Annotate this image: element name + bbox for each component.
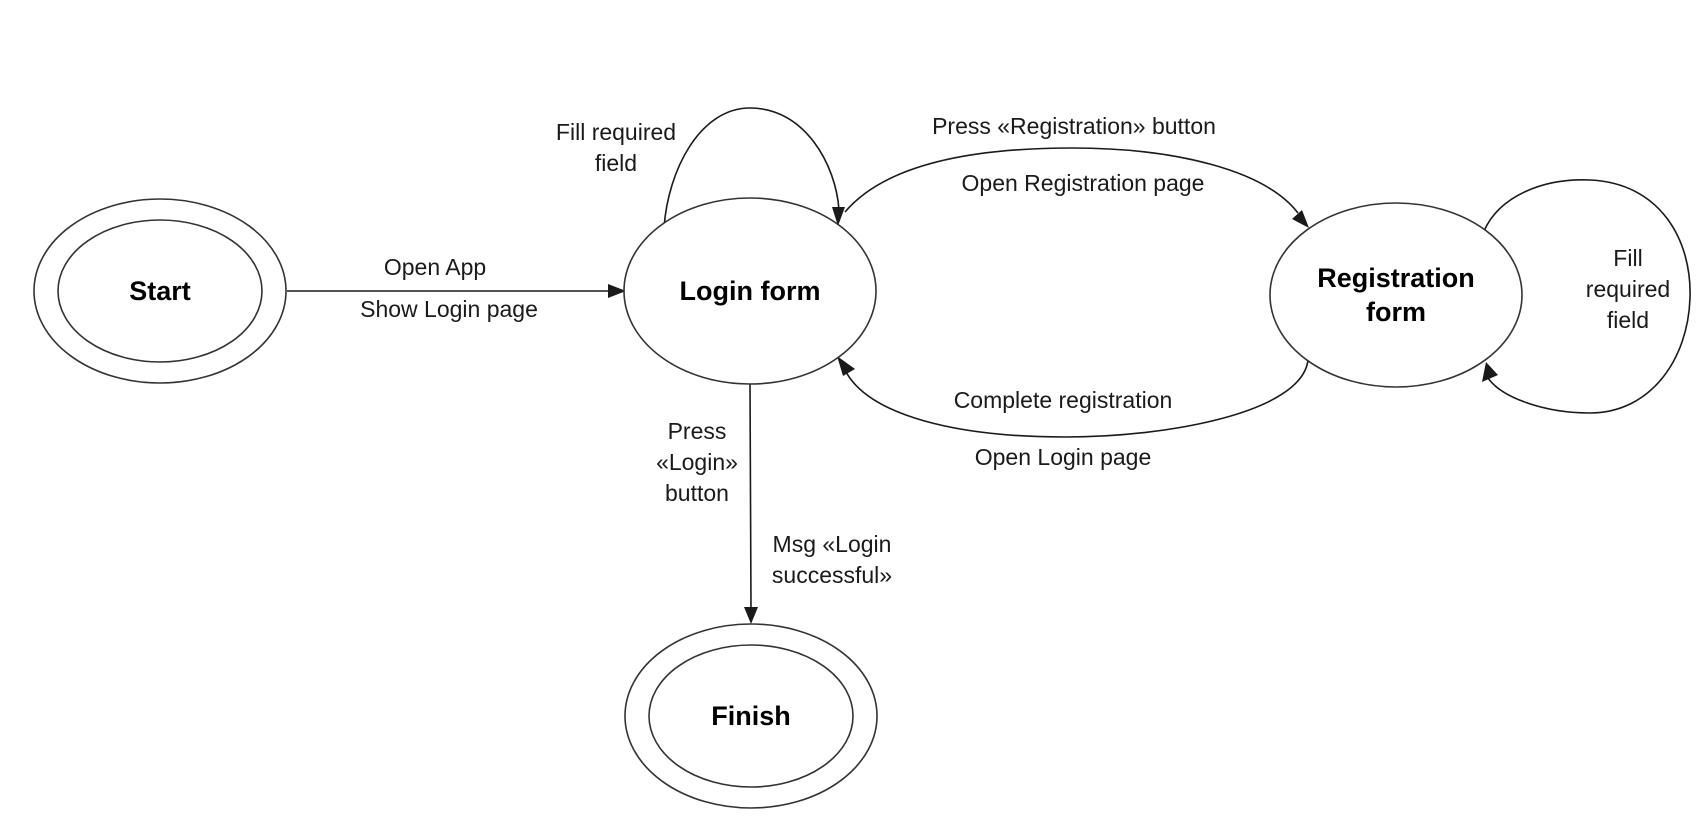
- edge-login-to-finish-action-line2: successful»: [772, 562, 892, 588]
- node-login-form-shape: [623, 197, 877, 385]
- node-registration-form-label-line1: Registration: [1317, 263, 1475, 293]
- edge-login-to-registration-action: Open Registration page: [962, 170, 1205, 196]
- edge-login-to-finish-action-line1: Msg «Login: [773, 531, 892, 557]
- node-start: Start: [33, 198, 287, 384]
- edge-registration-to-login: [837, 356, 1309, 438]
- edge-login-self-loop-label-line2: field: [595, 150, 637, 176]
- arrowhead: [1292, 210, 1309, 228]
- node-login-form-label: Login form: [680, 276, 821, 306]
- edge-registration-to-login-event: Complete registration: [954, 387, 1173, 413]
- node-finish-inner: [648, 644, 854, 788]
- edge-login-to-finish: [744, 383, 758, 624]
- edge-start-to-login: [287, 284, 626, 298]
- edge-line: [663, 107, 840, 229]
- node-finish: Finish: [624, 623, 878, 809]
- edge-registration-to-login-action: Open Login page: [975, 444, 1152, 470]
- edge-line: [845, 359, 1309, 438]
- edge-registration-self-loop-label-line3: field: [1607, 307, 1649, 333]
- node-start-label: Start: [129, 276, 191, 306]
- arrowhead: [837, 356, 855, 376]
- edge-start-to-login-event: Open App: [384, 254, 486, 280]
- node-finish-label: Finish: [711, 701, 791, 731]
- edge-login-to-finish-event-line3: button: [665, 480, 729, 506]
- edge-login-self-loop-label-line1: Fill required: [556, 119, 676, 145]
- edge-login-self-loop: [663, 107, 845, 229]
- edge-registration-self-loop: [1482, 179, 1691, 414]
- node-start-inner: [57, 219, 263, 363]
- edge-start-to-login-action: Show Login page: [360, 296, 538, 322]
- edge-registration-self-loop-label-line2: required: [1586, 276, 1670, 302]
- arrowhead: [832, 207, 845, 226]
- arrowhead: [608, 284, 626, 298]
- edge-login-to-finish-event-line1: Press: [668, 418, 727, 444]
- edge-line: [844, 147, 1299, 214]
- edge-login-to-finish-event-line2: «Login»: [656, 449, 738, 475]
- arrowhead: [744, 607, 758, 624]
- node-registration-form-shape: [1269, 202, 1523, 388]
- edge-line: [749, 383, 752, 610]
- edge-login-to-registration-event: Press «Registration» button: [932, 113, 1216, 139]
- edge-login-to-registration: [844, 147, 1309, 228]
- node-registration-form-label-line2: form: [1366, 297, 1426, 327]
- edge-registration-self-loop-label-line1: Fill: [1613, 245, 1642, 271]
- edge-line: [1483, 179, 1691, 414]
- node-login-form: Login form: [623, 197, 877, 385]
- arrowhead: [1482, 362, 1498, 382]
- node-registration-form: Registration form: [1269, 202, 1523, 388]
